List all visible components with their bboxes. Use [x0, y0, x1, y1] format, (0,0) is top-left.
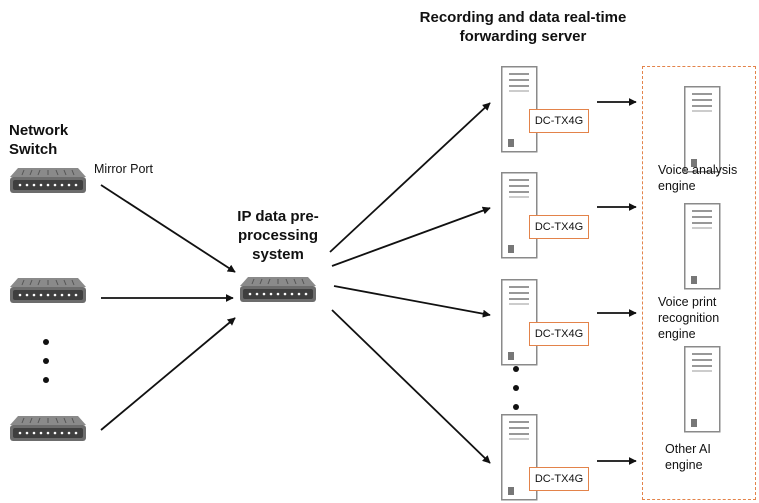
network-switch-label-line2: Switch [9, 141, 58, 158]
preprocessing-switch-icon [239, 276, 317, 303]
diagram-title: Recording and data real-time forwarding … [400, 8, 646, 46]
vertical-ellipsis [43, 339, 49, 383]
arrow-preprocessing-to-server1 [329, 102, 491, 253]
preprocessing-label-line2: processing [237, 227, 319, 244]
dc-tx4g-card: DC-TX4G [529, 322, 589, 346]
preprocessing-label-line1: IP data pre- [237, 208, 319, 225]
diagram-title-line2: forwarding server [459, 28, 587, 45]
preprocessing-label-line3: system [252, 246, 304, 263]
voice-print-engine-line3: engine [658, 327, 696, 341]
other-ai-engine-label: Other AI engine [665, 441, 711, 473]
arrow-switch1-to-preprocessing [100, 184, 236, 273]
network-switch-label-line1: Network [9, 122, 69, 139]
engines-container [642, 66, 756, 500]
arrow-preprocessing-to-server2 [331, 206, 491, 267]
diagram-title-line1: Recording and data real-time [419, 9, 627, 26]
network-switch-icon [9, 415, 87, 442]
other-ai-engine-line1: Other AI [665, 442, 711, 456]
dc-tx4g-card: DC-TX4G [529, 109, 589, 133]
network-switch-icon [9, 277, 87, 304]
dc-tx4g-card: DC-TX4G [529, 215, 589, 239]
network-switch-label: Network Switch [9, 121, 68, 159]
voice-print-engine-line1: Voice print [658, 295, 717, 309]
voice-print-engine-label: Voice print recognition engine [658, 294, 719, 342]
arrow-preprocessing-to-server4 [331, 309, 491, 464]
voice-analysis-engine-line1: Voice analysis [658, 163, 738, 177]
vertical-ellipsis [513, 366, 519, 410]
arrow-switch3-to-preprocessing [100, 317, 236, 431]
voice-analysis-engine-label: Voice analysis engine [658, 162, 737, 194]
voice-analysis-engine-line2: engine [658, 179, 696, 193]
mirror-port-label: Mirror Port [94, 162, 154, 176]
preprocessing-label: IP data pre- processing system [218, 207, 338, 264]
arrow-preprocessing-to-server3 [333, 285, 491, 318]
voice-print-engine-line2: recognition [658, 311, 720, 325]
network-switch-icon [9, 167, 87, 194]
other-ai-engine-line2: engine [665, 458, 703, 472]
dc-tx4g-card: DC-TX4G [529, 467, 589, 491]
